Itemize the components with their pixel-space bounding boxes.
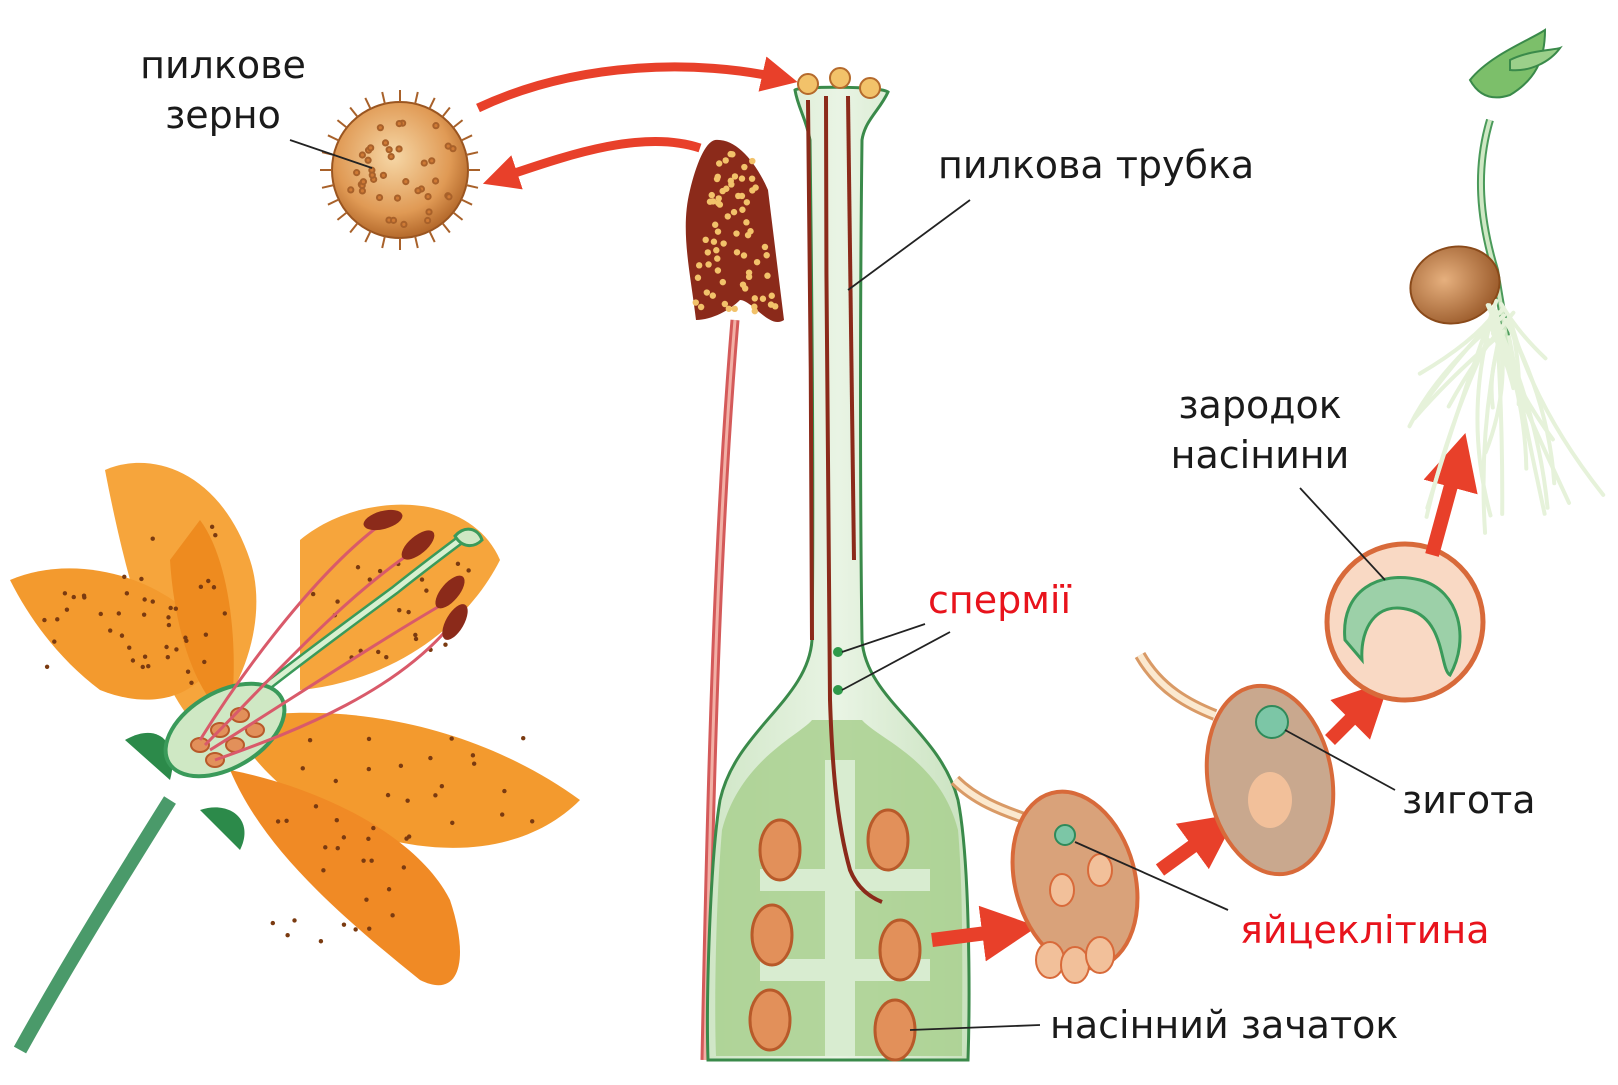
label-sperms: спермії [928,575,1071,625]
label-embryo: зародок насінини [1140,380,1380,480]
label-pollen-grain-line-2: зерно [118,90,328,140]
label-pollen-tube: пилкова трубка [938,140,1254,190]
label-ovule: насінний зачаток [1050,1000,1398,1050]
seedling-illustration [1402,30,1604,533]
arrow-ovule-to-zygote [1160,830,1215,870]
label-zygote: зигота [1402,775,1536,825]
ovule-stage-1-illustration [955,778,1156,983]
label-pollen-grain: пилкове зерно [118,40,328,140]
arrow-pollen-to-stigma [478,67,780,108]
arrow-anther-to-pollen [500,141,700,178]
label-pollen-grain-line-1: пилкове [118,40,328,90]
label-egg-cell: яйцеклітина [1240,905,1490,955]
seed-embryo-illustration [1327,544,1483,700]
arrow-zygote-to-embryo [1330,700,1370,740]
pollen-grain-illustration [320,90,480,250]
lily-flower-illustration [10,463,580,1050]
label-embryo-line-1: зародок [1140,380,1380,430]
arrow-ovary-to-ovule [932,930,1010,940]
ovule-stage-2-illustration [1140,655,1348,884]
label-embryo-line-2: насінини [1140,430,1380,480]
